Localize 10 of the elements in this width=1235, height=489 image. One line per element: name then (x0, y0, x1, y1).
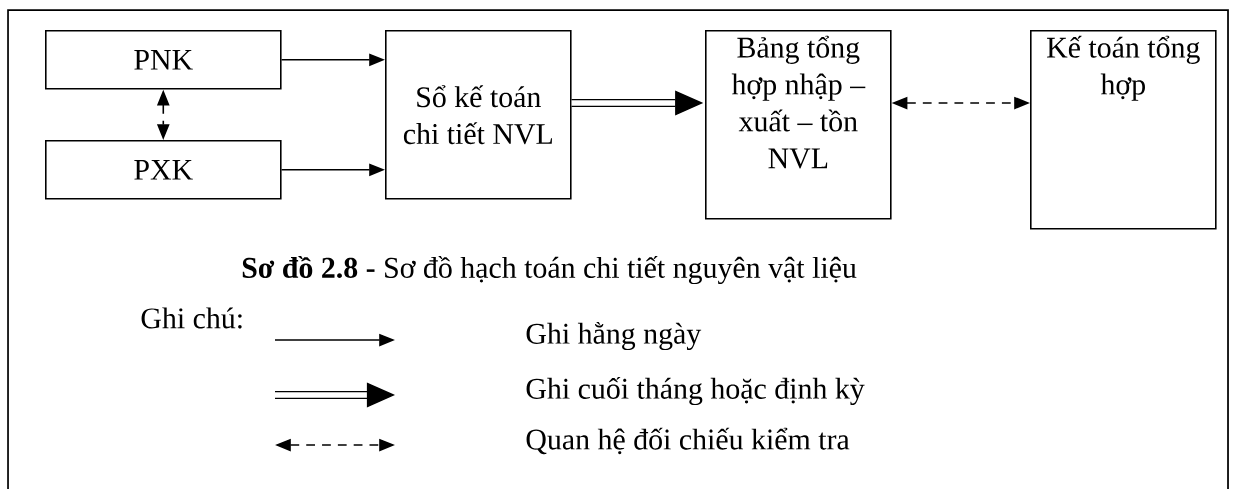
legend-heading: Ghi chú: (141, 307, 242, 329)
legend-text: Quan hệ đối chiếu kiểm tra (526, 427, 850, 455)
process-box: PNK (45, 30, 282, 90)
process-box: Kế toán tổng hợp (1030, 30, 1217, 230)
process-box: Sổ kế toán chi tiết NVL (385, 30, 572, 200)
legend-text: Ghi hằng ngày (526, 321, 702, 351)
legend-text: Ghi cuối tháng hoặc định kỳ (526, 376, 865, 406)
process-box: Bảng tổng hợp nhập – xuất – tồn NVL (705, 30, 892, 220)
process-box: PXK (45, 140, 282, 200)
caption: Sơ đồ 2.8 - Sơ đồ hạch toán chi tiết nguyên vật liệu (242, 255, 857, 285)
